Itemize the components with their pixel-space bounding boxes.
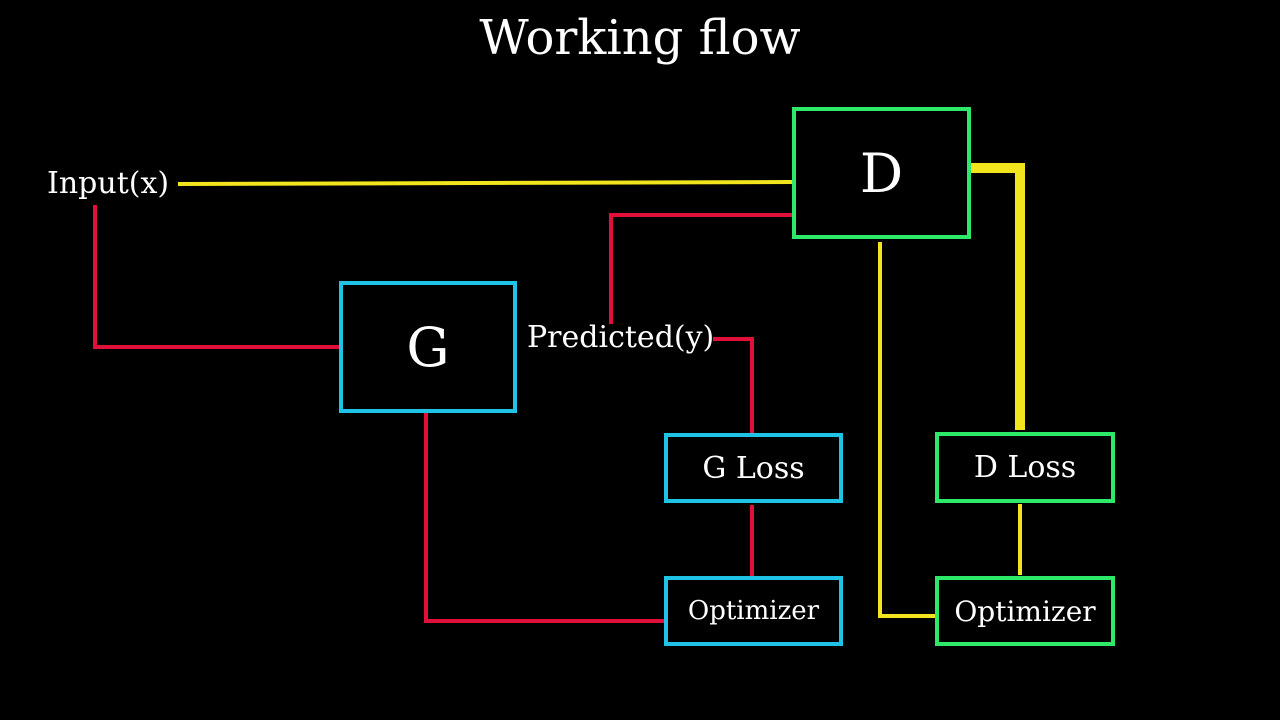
g-optimizer-node: Optimizer [664,576,843,646]
d-optimizer-node: Optimizer [935,576,1115,646]
generator-node: G [339,281,517,413]
g-loss-label: G Loss [702,450,805,486]
predicted-to-g-loss-line [713,337,754,433]
d-loss-label: D Loss [973,450,1077,485]
diagram-title: Working flow [479,10,801,66]
d-optimizer-label: Optimizer [954,594,1096,628]
generator-to-optimizer-line [424,413,664,623]
discriminator-to-d-optimizer-line [878,242,937,618]
discriminator-to-predicted-line [609,213,793,324]
input-to-generator-line [93,205,339,349]
discriminator-to-d-loss-line [971,163,1025,430]
discriminator-label: D [859,141,904,205]
input-to-discriminator-line [177,180,794,186]
predicted-label: Predicted(y) [527,320,715,355]
g-loss-node: G Loss [664,433,843,503]
discriminator-node: D [792,107,971,239]
d-loss-node: D Loss [935,432,1115,503]
input-label: Input(x) [47,166,170,201]
generator-label: G [406,315,450,379]
g-optimizer-label: Optimizer [687,596,820,626]
